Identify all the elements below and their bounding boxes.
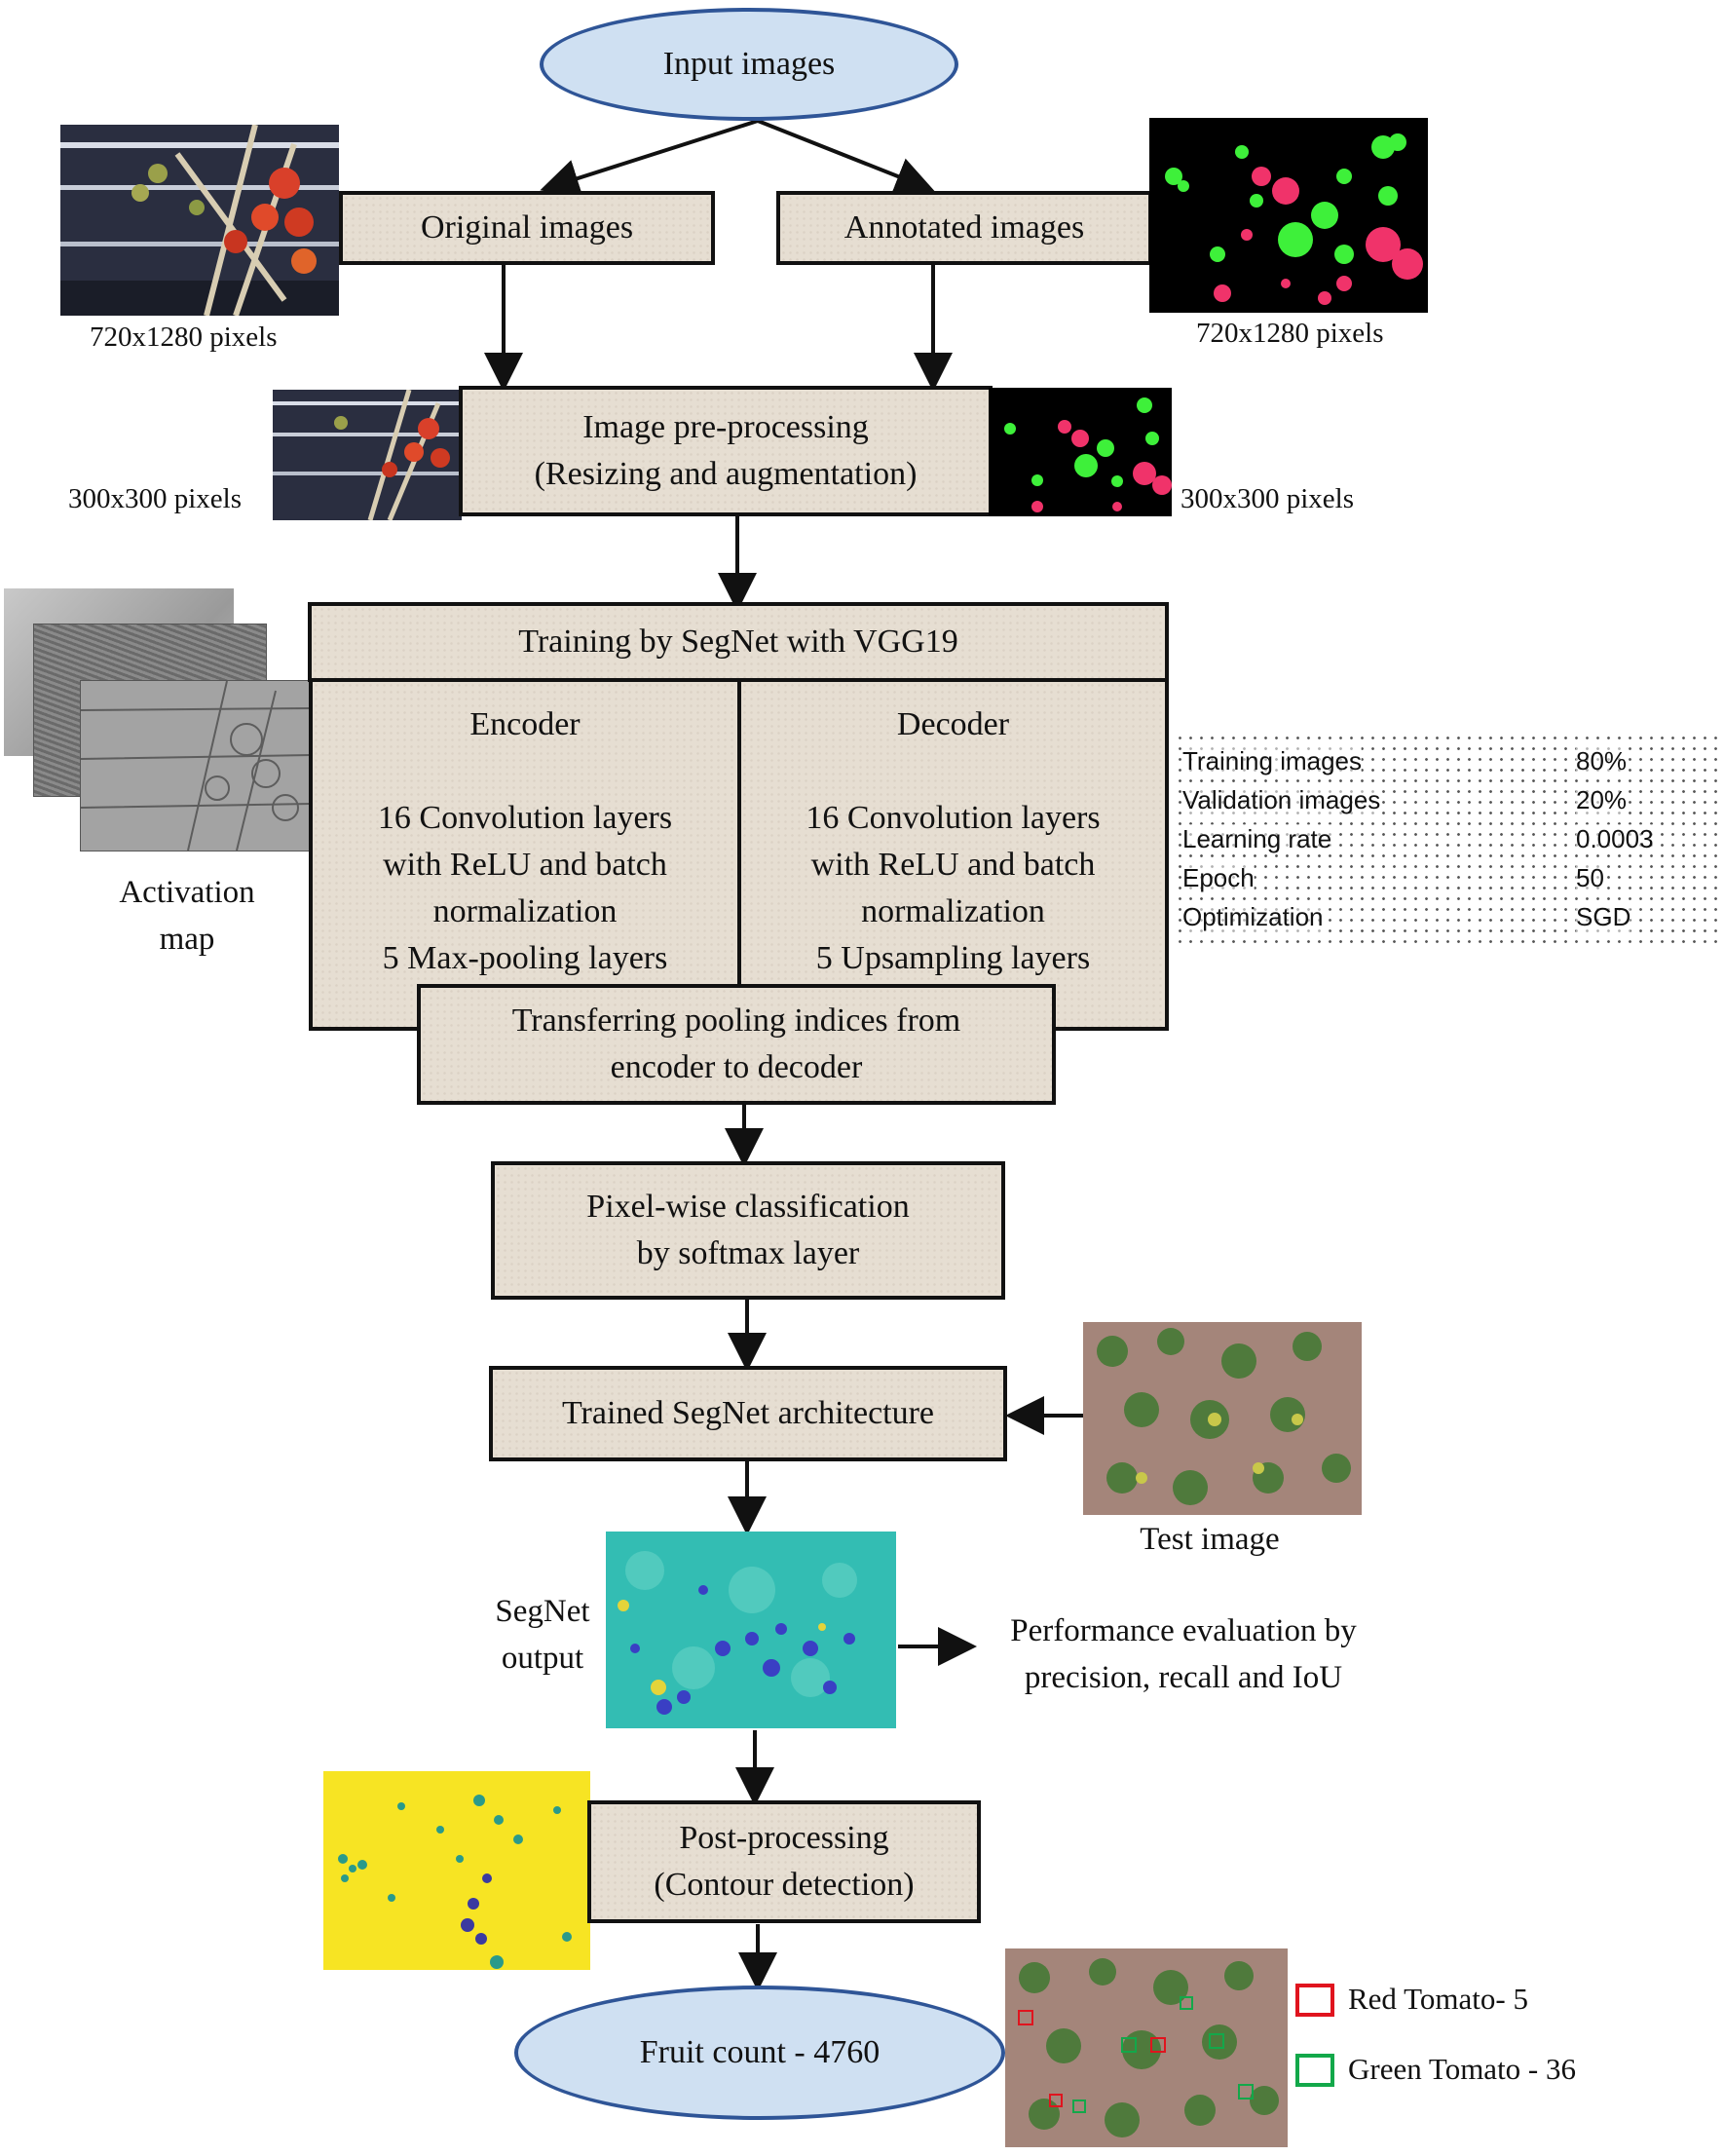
training-node: Training by SegNet with VGG19	[308, 602, 1169, 682]
param-value: 50	[1576, 863, 1604, 893]
activation-map-art	[81, 681, 311, 851]
input-images-node: Input images	[540, 8, 958, 121]
original-photo-art	[60, 125, 339, 316]
param-value: 80%	[1576, 746, 1628, 776]
green-tomato-legend-label: Green Tomato - 36	[1348, 2052, 1576, 2086]
segnet-label-2: output	[501, 1641, 584, 1676]
param-value: SGD	[1576, 902, 1631, 932]
encoder-line-4: 5 Max-pooling layers	[382, 940, 668, 976]
fruit-count-node: Fruit count - 4760	[514, 1986, 1005, 2120]
pre-left-size-caption: 300x300 pixels	[68, 483, 243, 514]
transfer-indices-node: Transferring pooling indices from encode…	[417, 984, 1056, 1105]
postprocessing-label-1: Post-processing	[679, 1820, 889, 1856]
pre-right-size-caption: 300x300 pixels	[1181, 483, 1355, 514]
param-name: Learning rate	[1182, 824, 1332, 854]
original-size-caption: 720x1280 pixels	[90, 322, 278, 353]
encoder-node: Encoder 16 Convolution layers with ReLU …	[309, 678, 741, 1031]
performance-label-2: precision, recall and IoU	[1024, 1660, 1343, 1695]
param-name: Training images	[1182, 746, 1363, 776]
activation-label-2: map	[159, 922, 215, 957]
test-image-caption: Test image	[1140, 1522, 1280, 1557]
annotated-mask-art	[1149, 118, 1428, 313]
contour-image-art	[323, 1771, 590, 1970]
param-name: Epoch	[1182, 863, 1255, 893]
param-name: Optimization	[1182, 902, 1324, 932]
param-value: 20%	[1576, 785, 1628, 815]
postprocessing-node: Post-processing (Contour detection)	[587, 1800, 981, 1923]
encoder-line-2: with ReLU and batch	[383, 847, 667, 883]
green-tomato-swatch	[1295, 2054, 1334, 2087]
pixelwise-label-1: Pixel-wise classification	[586, 1189, 910, 1225]
annotated-images-label: Annotated images	[843, 209, 1085, 246]
trained-segnet-node: Trained SegNet architecture	[489, 1366, 1007, 1461]
param-row: Epoch 50	[1175, 863, 1718, 902]
original-tomato-photo	[60, 125, 339, 316]
detection-image-art	[1005, 1948, 1288, 2147]
fruit-count-label: Fruit count - 4760	[639, 2034, 881, 2070]
performance-evaluation-caption: Performance evaluation by precision, rec…	[964, 1608, 1403, 1701]
test-image-art	[1083, 1322, 1362, 1515]
resized-mask-art	[989, 388, 1172, 516]
input-images-label: Input images	[662, 46, 836, 82]
preprocessing-node: Image pre-processing (Resizing and augme…	[459, 386, 993, 516]
segnet-output-image	[606, 1532, 896, 1728]
param-row: Training images 80%	[1175, 746, 1718, 785]
postprocessed-contour-image	[323, 1771, 590, 1970]
training-parameters-panel: Training images 80% Validation images 20…	[1175, 733, 1718, 945]
arrow-input-to-annotated	[757, 119, 935, 195]
transfer-label-1: Transferring pooling indices from	[511, 1002, 961, 1039]
encoder-line-1: 16 Convolution layers	[377, 800, 673, 836]
param-row: Optimization SGD	[1175, 902, 1718, 941]
param-value: 0.0003	[1576, 824, 1654, 854]
segnet-label-1: SegNet	[495, 1594, 590, 1629]
decoder-node: Decoder 16 Convolution layers with ReLU …	[737, 678, 1169, 1031]
postprocessing-label-2: (Contour detection)	[654, 1867, 915, 1903]
encoder-line-3: normalization	[432, 893, 618, 929]
encoder-title: Encoder	[469, 706, 581, 742]
annotated-images-node: Annotated images	[776, 191, 1152, 265]
decoder-title: Decoder	[896, 706, 1010, 742]
param-name: Validation images	[1182, 785, 1381, 815]
resized-original-art	[273, 390, 462, 520]
annotated-mask-image	[1149, 118, 1428, 313]
red-tomato-swatch	[1295, 1984, 1334, 2017]
arrow-input-to-original	[540, 119, 759, 198]
segnet-output-art	[606, 1532, 896, 1728]
test-field-image	[1083, 1322, 1362, 1515]
detection-result-image	[1005, 1948, 1288, 2147]
segnet-output-caption: SegNet output	[469, 1588, 616, 1682]
decoder-line-4: 5 Upsampling layers	[815, 940, 1091, 976]
transfer-label-2: encoder to decoder	[610, 1049, 863, 1085]
resized-mask-image	[989, 388, 1172, 516]
decoder-line-2: with ReLU and batch	[810, 847, 1096, 883]
annotated-size-caption: 720x1280 pixels	[1196, 318, 1384, 349]
activation-map-3	[80, 680, 312, 851]
pixelwise-label-2: by softmax layer	[636, 1235, 860, 1271]
decoder-line-3: normalization	[861, 893, 1045, 929]
red-tomato-legend-label: Red Tomato- 5	[1348, 1982, 1528, 2016]
original-images-node: Original images	[339, 191, 715, 265]
param-row: Validation images 20%	[1175, 785, 1718, 824]
param-row: Learning rate 0.0003	[1175, 824, 1718, 863]
original-images-label: Original images	[420, 209, 634, 246]
preprocessing-label-2: (Resizing and augmentation)	[534, 456, 918, 492]
preprocessing-label-1: Image pre-processing	[582, 409, 869, 445]
resized-original-photo	[273, 390, 462, 520]
training-label: Training by SegNet with VGG19	[518, 624, 958, 660]
pixelwise-classification-node: Pixel-wise classification by softmax lay…	[491, 1161, 1005, 1300]
trained-segnet-label: Trained SegNet architecture	[561, 1395, 935, 1431]
activation-label-1: Activation	[119, 875, 255, 910]
decoder-line-1: 16 Convolution layers	[806, 800, 1101, 836]
activation-map-caption: Activation map	[90, 869, 284, 963]
performance-label-1: Performance evaluation by	[1010, 1613, 1357, 1648]
